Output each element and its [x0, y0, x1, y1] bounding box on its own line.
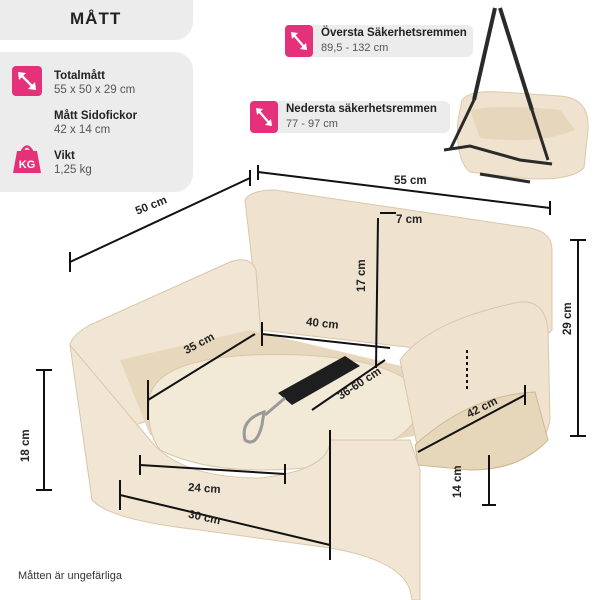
dim-base-width-label: 24 cm — [187, 481, 221, 497]
spec-pocket-label: Mått Sidofickor — [54, 110, 138, 122]
spec-weight-value: 1,25 kg — [54, 164, 92, 176]
dog-car-seat — [69, 189, 553, 600]
dimension-lines — [36, 165, 586, 560]
dim-pocket-height-label: 14 cm — [452, 465, 464, 498]
strap-bottom-callout: Nedersta säkerhetsremmen 77 - 97 cm — [250, 101, 450, 133]
strap-top-callout: Översta Säkerhetsremmen 89,5 - 132 cm — [285, 25, 473, 57]
resize-arrow-icon — [285, 25, 313, 57]
specs-panel: Totalmått 55 x 50 x 29 cm Mått Sidoficko… — [0, 52, 193, 192]
spec-pocket: Mått Sidofickor 42 x 14 cm — [54, 109, 137, 137]
footer-note: Måtten är ungefärliga — [18, 570, 122, 582]
page-title: MÅTT — [70, 9, 122, 28]
spec-pocket-value: 42 x 14 cm — [54, 124, 111, 136]
strap-top-label: Översta Säkerhetsremmen — [321, 27, 467, 39]
strap-thumbnail — [443, 7, 589, 184]
spec-total: Totalmått 55 x 50 x 29 cm — [54, 69, 135, 97]
spec-weight: Vikt 1,25 kg — [54, 149, 92, 177]
weight-icon: KG — [12, 142, 42, 173]
strap-top-value: 89,5 - 132 cm — [321, 42, 389, 54]
dim-arm-width-label: 7 cm — [396, 214, 423, 226]
strap-bottom-label: Nedersta säkerhetsremmen — [286, 103, 437, 115]
strap-bottom-value: 77 - 97 cm — [286, 118, 338, 130]
dim-back-height-label: 17 cm — [356, 259, 368, 292]
title-panel: MÅTT — [0, 0, 193, 40]
dim-height-label: 29 cm — [562, 302, 574, 335]
spec-total-value: 55 x 50 x 29 cm — [54, 84, 136, 96]
spec-weight-label: Vikt — [54, 150, 75, 162]
weight-icon-text: KG — [19, 159, 36, 171]
resize-arrow-icon — [250, 101, 278, 133]
resize-arrow-icon — [12, 66, 42, 96]
dim-width-label: 55 cm — [394, 175, 427, 187]
dim-front-height-label: 18 cm — [20, 429, 32, 462]
spec-total-label: Totalmått — [54, 70, 105, 82]
